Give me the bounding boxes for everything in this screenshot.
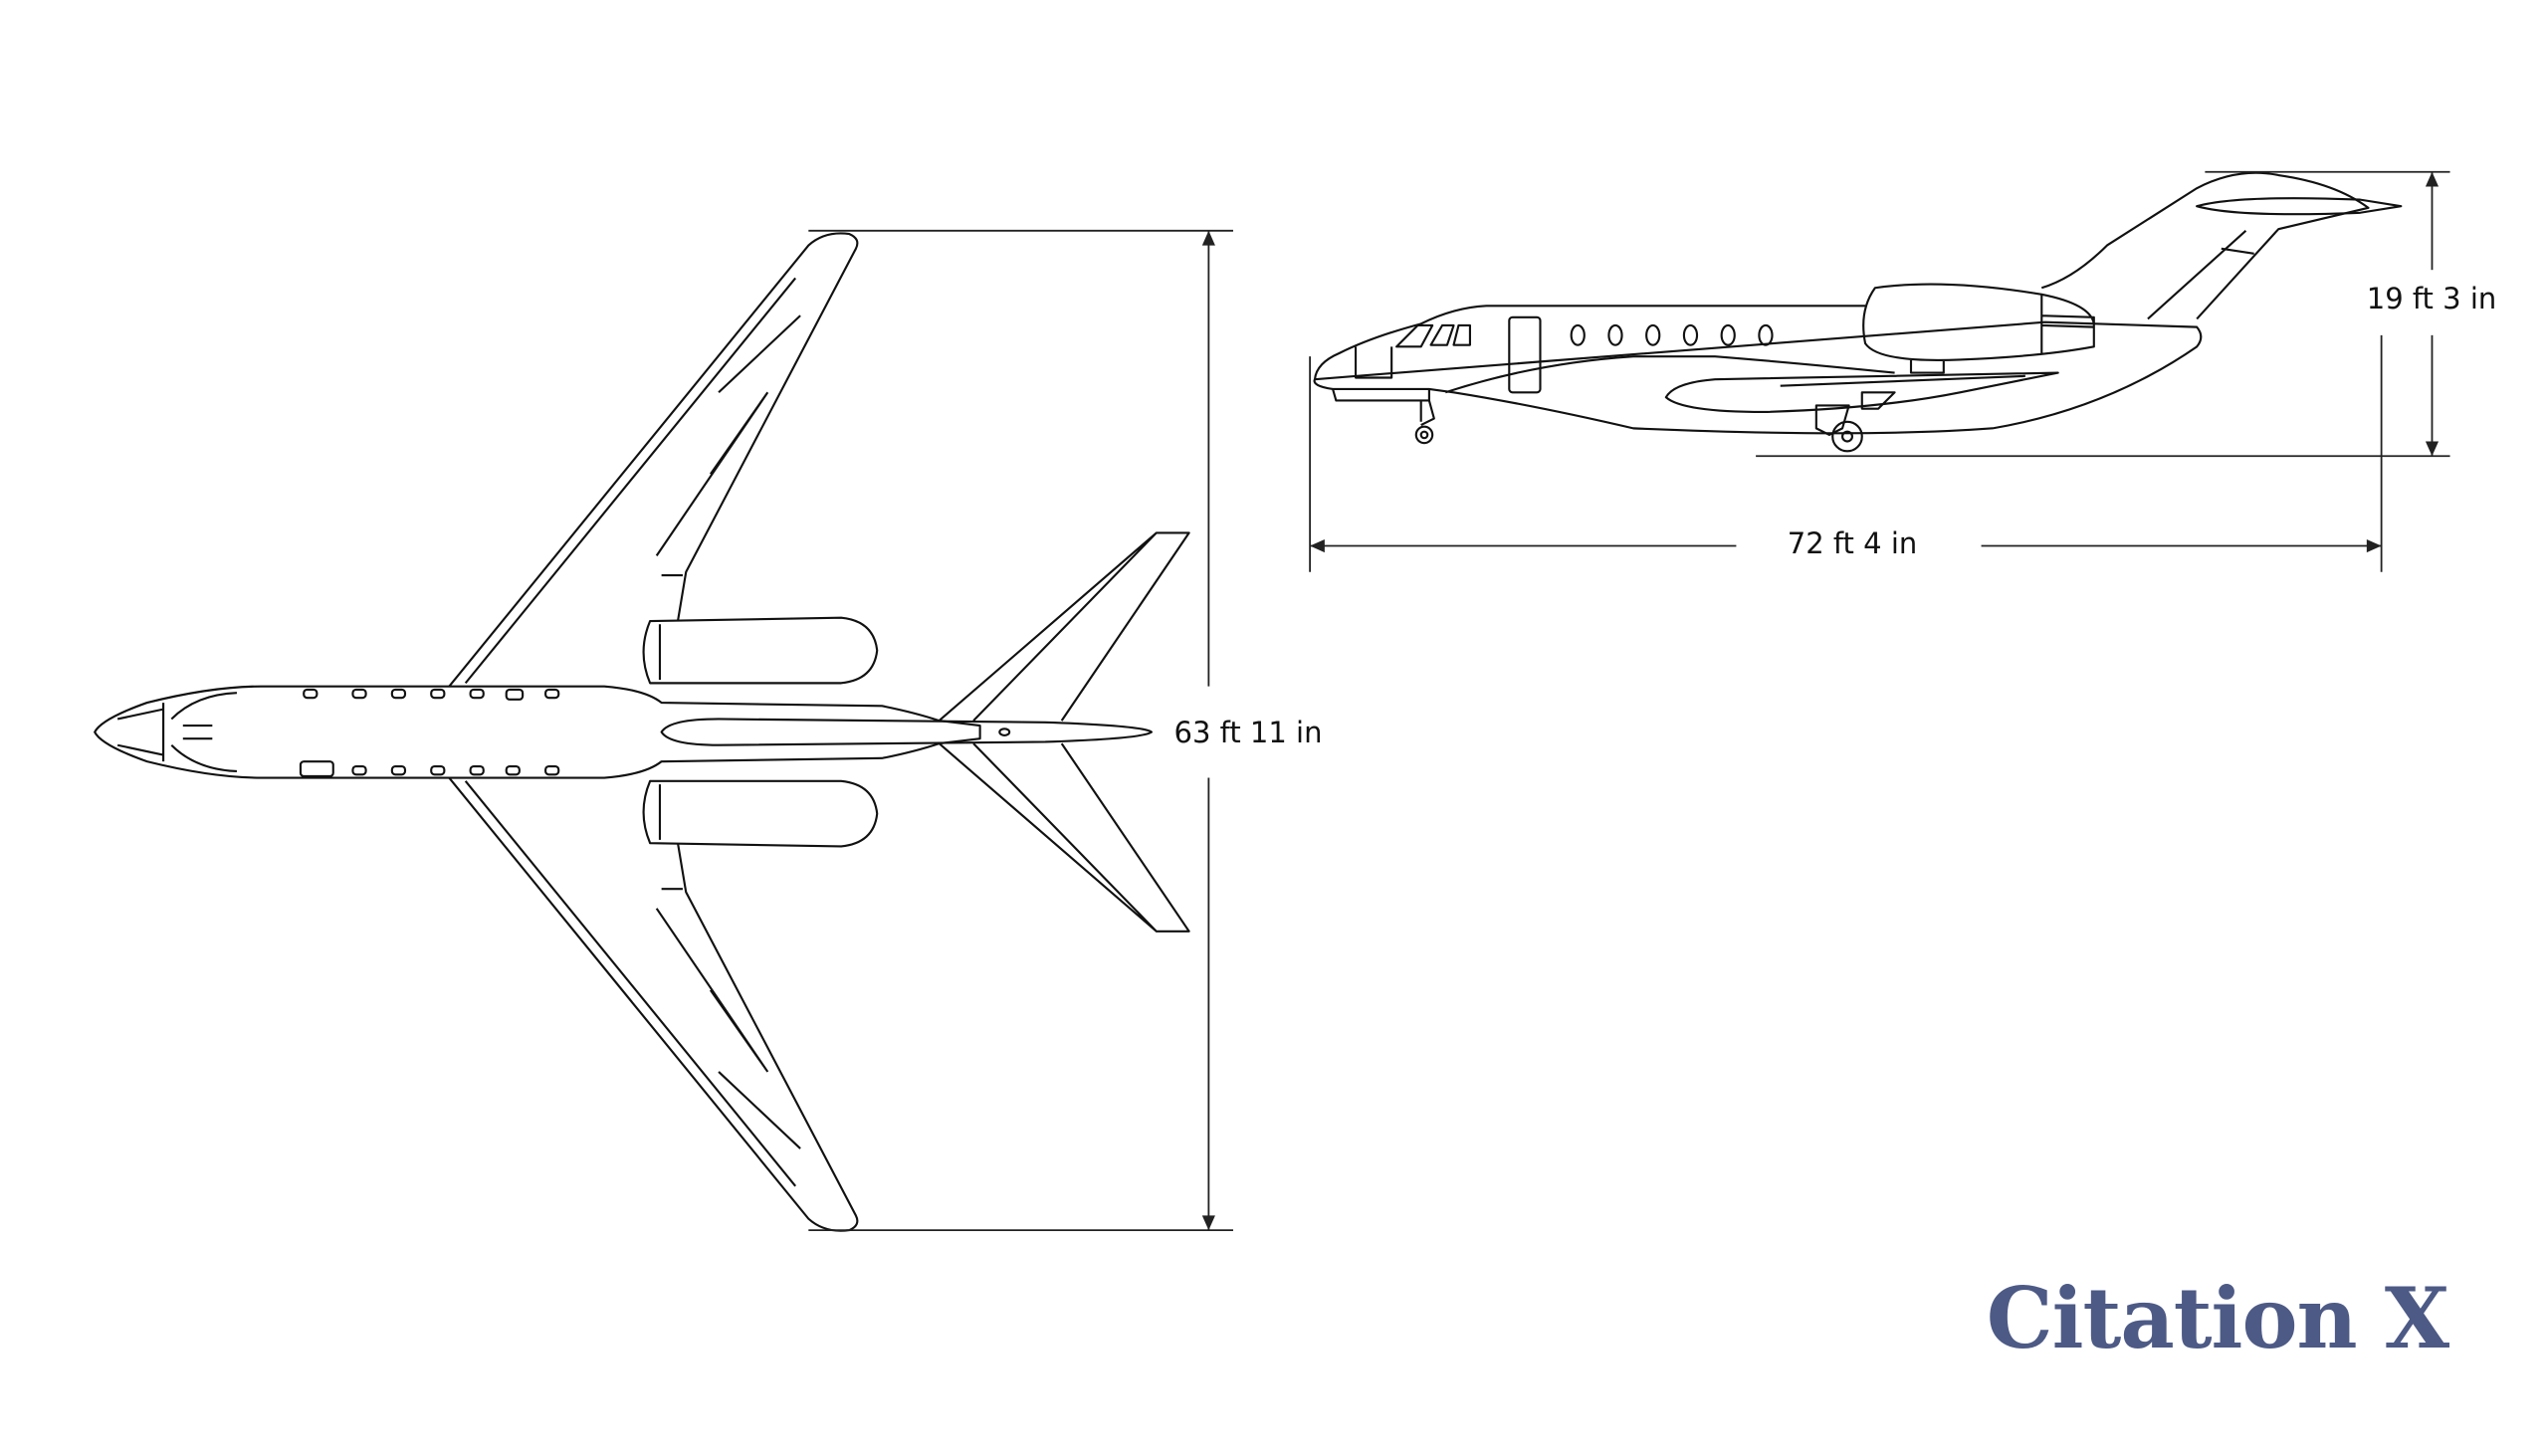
length-label: 72 ft 4 in (1787, 526, 1918, 560)
top-engine-upper (642, 616, 879, 685)
side-horizontal-tail (2196, 197, 2403, 216)
side-view-aircraft (1313, 171, 2403, 453)
side-nose-gear (1419, 400, 1435, 427)
wingspan-dimension-lines (808, 229, 1233, 1232)
top-windows (299, 688, 560, 777)
wingspan-label: 63 ft 11 in (1173, 716, 1323, 749)
side-vertical-tail (2040, 171, 2370, 320)
side-windows (1570, 323, 1774, 346)
height-label: 19 ft 3 in (2366, 282, 2497, 315)
side-dimension-lines (1309, 170, 2450, 572)
top-htail-upper (938, 531, 1190, 722)
top-engine-lower (642, 779, 879, 848)
top-view-aircraft (94, 232, 1190, 1232)
side-wing (1664, 371, 2059, 414)
side-engine (1862, 283, 2095, 374)
side-door (1508, 315, 1542, 394)
top-wing-upper (448, 232, 859, 688)
top-htail-lower (938, 742, 1190, 933)
top-tail-cone (660, 718, 1153, 746)
side-main-gear (1814, 404, 1850, 437)
side-fuselage (1313, 305, 2203, 435)
top-fuselage (94, 685, 981, 779)
citation-x-logo: Citation X (1986, 1269, 2449, 1367)
